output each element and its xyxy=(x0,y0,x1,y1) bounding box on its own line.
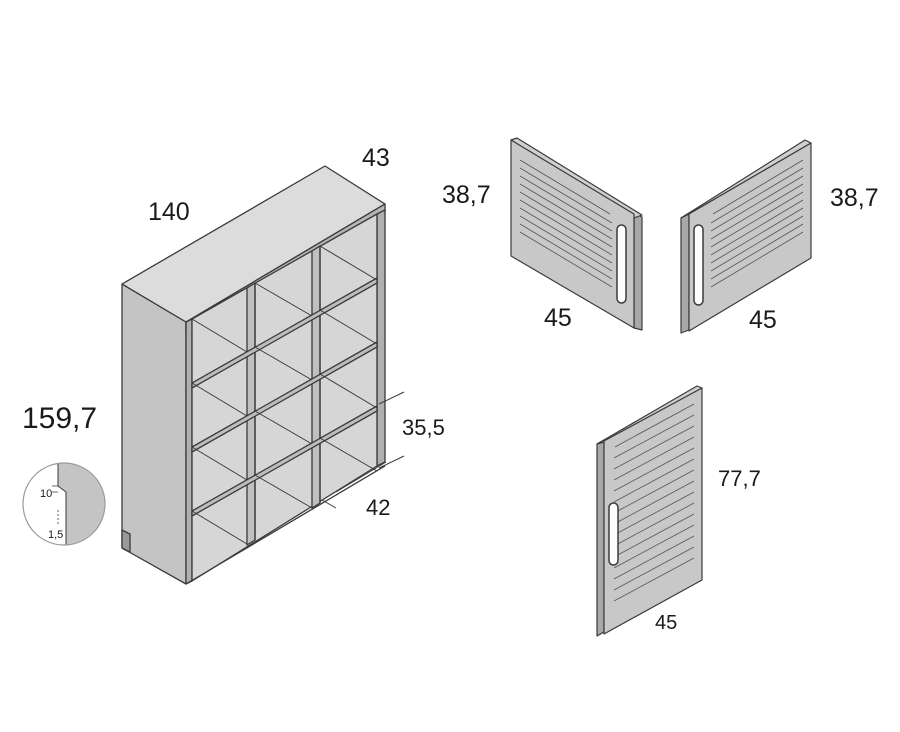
door-small-right xyxy=(680,139,812,334)
bookcase-width-label: 140 xyxy=(148,198,190,226)
detail-panel-profile xyxy=(57,463,105,545)
door-small-right-height-label: 38,7 xyxy=(830,184,879,212)
bookcase-cubby-lines xyxy=(191,245,378,545)
bookcase-shelf-2 xyxy=(191,341,378,453)
bookcase-shelf-1 xyxy=(191,277,378,389)
bookcase-depth-label: 43 xyxy=(362,144,390,172)
bookcase-shelf-3 xyxy=(191,405,378,517)
door-small-left-height-label: 38,7 xyxy=(442,181,491,209)
door-small-left xyxy=(510,137,643,331)
door-small-left-grooves xyxy=(519,159,613,288)
bookcase-left-edge xyxy=(185,318,193,585)
detail-circle-outline xyxy=(22,462,106,546)
door-small-right-grooves xyxy=(710,159,804,288)
bookcase-base-notch xyxy=(121,529,131,553)
door-tall-height-label: 77,7 xyxy=(718,466,761,491)
door-small-left-width-label: 45 xyxy=(544,304,572,332)
door-small-right-width-label: 45 xyxy=(749,306,777,334)
door-small-right-edge xyxy=(680,212,690,334)
edge-detail-callout xyxy=(22,462,106,546)
door-tall-width-label: 45 xyxy=(655,612,678,634)
door-small-left-handle xyxy=(616,224,627,304)
door-tall-edge xyxy=(596,439,605,637)
bookcase-side-panel xyxy=(121,283,187,585)
detail-upper-label: 10 xyxy=(40,488,53,500)
door-tall xyxy=(596,385,703,637)
door-small-right-handle xyxy=(693,224,704,306)
door-tall-face xyxy=(603,387,703,635)
bookcase-height-label: 159,7 xyxy=(22,402,98,435)
bookcase-dimension-lines xyxy=(321,391,405,509)
bookcase-right-edge xyxy=(376,209,386,467)
door-small-left-face xyxy=(510,139,635,329)
detail-lower-label: 1,5 xyxy=(48,529,64,541)
bookcase-shelf-depth-label: 42 xyxy=(366,495,391,520)
door-small-right-face xyxy=(688,142,812,332)
door-tall-handle xyxy=(608,502,619,566)
bookcase-shelf-height-label: 35,5 xyxy=(402,415,445,440)
door-small-left-edge xyxy=(633,212,643,331)
bookcase-bottom-edge xyxy=(185,465,386,585)
bookcase xyxy=(121,165,386,585)
door-tall-grooves xyxy=(613,403,695,602)
